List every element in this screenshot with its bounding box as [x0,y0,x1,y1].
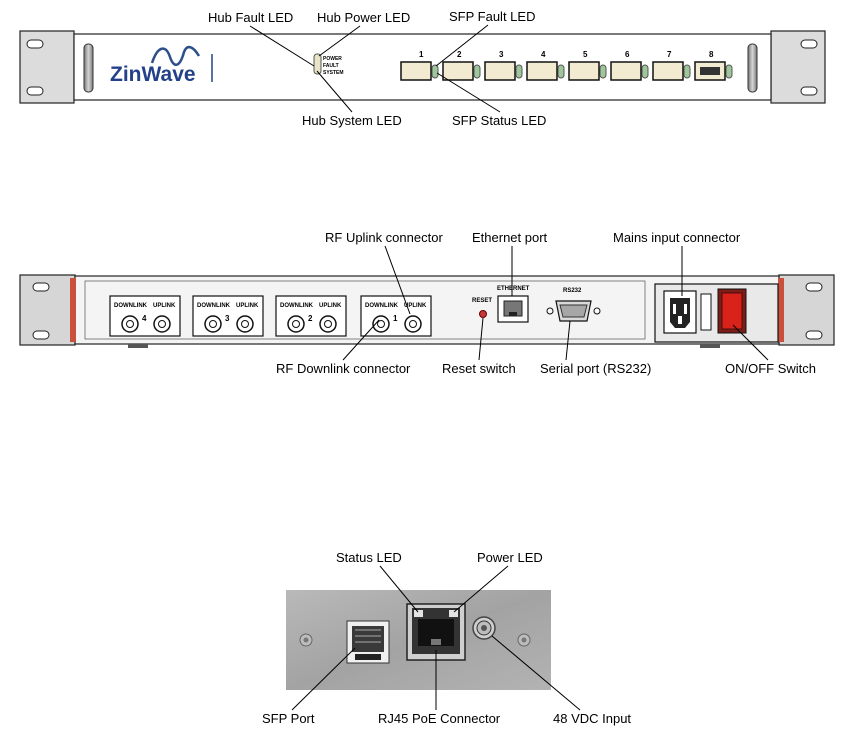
sfp-led [641,64,649,79]
callout-mains-input: Mains input connector [613,230,741,245]
left-handle [83,43,94,93]
sfp-led [599,64,607,79]
rf-port-group: DOWNLINK UPLINK 3 [192,295,264,337]
sfp-led [557,64,565,79]
sfp-slot: 8 [694,50,733,81]
downlink-label: DOWNLINK [197,303,231,309]
downlink-label: DOWNLINK [280,303,314,309]
sfp-slot-number: 4 [541,50,546,59]
callout-serial-port: Serial port (RS232) [540,361,651,376]
callout-ethernet-port: Ethernet port [472,230,548,245]
front-panel: ZinWave POWER FAULT SYSTEM 1 2 3 [19,9,826,128]
sfp-slot: 3 [484,50,523,81]
sfp-led [431,64,439,79]
rf-port-group: DOWNLINK UPLINK 1 [360,295,432,337]
remote-leader-lines [291,565,581,711]
ear-accent [70,278,76,342]
reset-label: RESET [472,298,492,304]
sfp-slot-row: 1 2 3 4 5 [400,50,733,81]
callout-on-off-switch: ON/OFF Switch [725,361,816,376]
ear-slot [26,39,44,49]
sfp-slot-number: 6 [625,50,630,59]
callout-hub-fault-led: Hub Fault LED [208,10,293,25]
ear-slot [800,39,818,49]
remote-unit: Status LED Power LED SFP Port RJ45 PoE C… [262,550,631,726]
rs232-label: RS232 [563,288,582,294]
callout-sfp-fault-led: SFP Fault LED [449,9,535,24]
hub-led-stack [313,53,322,75]
rear-panel: DOWNLINK UPLINK 4 DOWNLINK UPLINK 3 DOWN… [19,230,835,376]
on-off-switch [721,292,743,330]
status-led [414,610,423,617]
reset-switch [479,310,487,318]
right-handle [747,43,758,93]
sfp-slot-number: 2 [457,50,462,59]
callout-sfp-status-led: SFP Status LED [452,113,546,128]
sfp-led [725,64,733,79]
callout-48vdc-input: 48 VDC Input [553,711,631,726]
sfp-slot-number: 7 [667,50,672,59]
led-label-system: SYSTEM [323,70,344,76]
ear-slot [26,86,44,96]
callout-rf-uplink: RF Uplink connector [325,230,443,245]
ear-accent [778,278,784,342]
callout-hub-power-led: Hub Power LED [317,10,410,25]
fuse-holder [700,293,712,331]
remote-sfp-port [346,620,390,664]
callout-hub-system-led: Hub System LED [302,113,402,128]
ear-slot [805,330,823,340]
rf-group-number: 3 [225,314,230,323]
rf-group-number: 4 [142,314,147,323]
callout-rf-downlink: RF Downlink connector [276,361,411,376]
foot [700,344,720,348]
rf-port-group: DOWNLINK UPLINK 4 [109,295,181,337]
uplink-label: UPLINK [236,303,259,309]
ear-slot [32,330,50,340]
rj45-poe-connector [406,603,466,661]
power-led [449,610,458,617]
uplink-label: UPLINK [153,303,176,309]
ethernet-label: ETHERNET [497,286,530,292]
serial-port [546,300,601,322]
uplink-label: UPLINK [404,303,427,309]
sfp-slot: 6 [610,50,649,81]
callout-rj45-poe: RJ45 PoE Connector [378,711,501,726]
sfp-slot-number: 1 [419,50,424,59]
callout-power-led: Power LED [477,550,543,565]
sfp-slot: 4 [526,50,565,81]
downlink-label: DOWNLINK [114,303,148,309]
rf-group-number: 2 [308,314,313,323]
front-leader-lines [249,24,501,113]
downlink-label: DOWNLINK [365,303,399,309]
sfp-led [515,64,523,79]
dc-input-jack [472,616,496,640]
sfp-slot-number: 8 [709,50,714,59]
led-label-fault: FAULT [323,63,339,69]
sfp-led [473,64,481,79]
uplink-label: UPLINK [319,303,342,309]
sfp-slot: 2 [442,50,481,81]
zinwave-logo: ZinWave [110,45,213,86]
callout-status-led: Status LED [336,550,402,565]
callout-sfp-port: SFP Port [262,711,315,726]
sfp-slot: 7 [652,50,691,81]
rf-port-group: DOWNLINK UPLINK 2 [275,295,347,337]
rear-inner-frame [84,280,646,340]
callout-reset-switch: Reset switch [442,361,516,376]
rf-group-number: 1 [393,314,398,323]
ear-slot [805,282,823,292]
sfp-led [683,64,691,79]
ear-slot [32,282,50,292]
sfp-slot-number: 3 [499,50,504,59]
sfp-slot: 1 [400,50,439,81]
brand-wordmark: ZinWave [110,63,196,86]
sfp-slot-number: 5 [583,50,588,59]
sfp-slot: 5 [568,50,607,81]
led-label-power: POWER [323,56,342,62]
foot [128,344,148,348]
ear-slot [800,86,818,96]
rear-leader-lines [342,245,769,361]
